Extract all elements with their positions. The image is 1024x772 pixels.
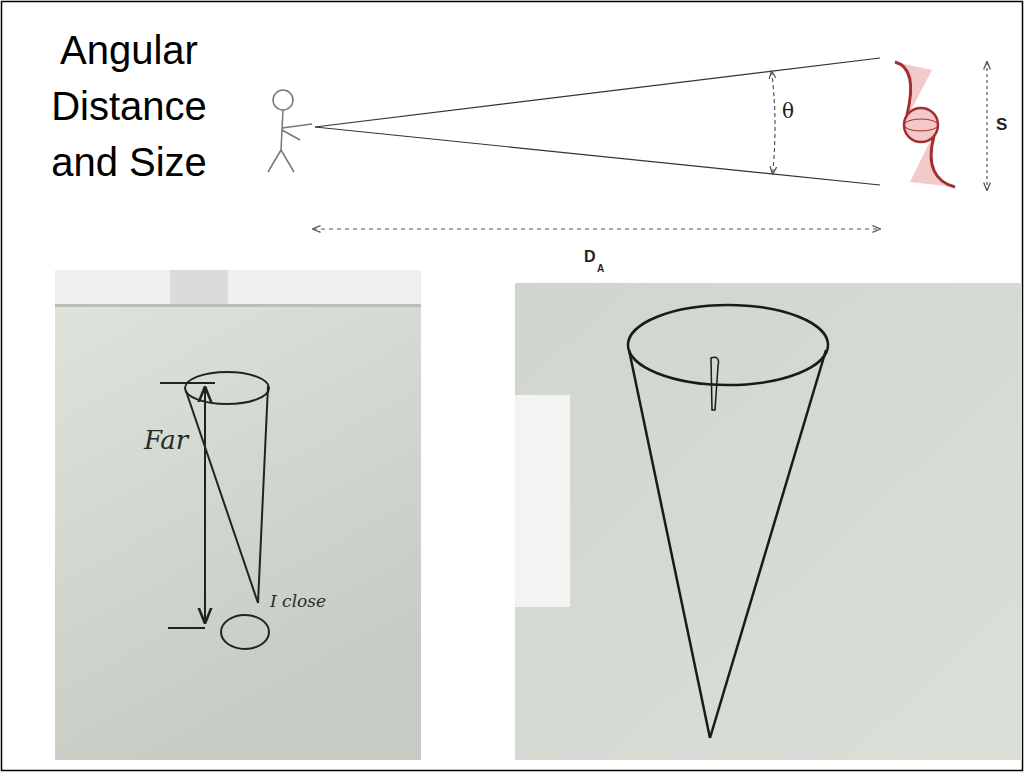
distance-subscript: A xyxy=(597,263,604,274)
label-anchor: Far xyxy=(144,426,188,455)
diagram-title: Angular Distance and Size xyxy=(18,22,240,190)
distance-label: D xyxy=(584,248,596,266)
photo-right xyxy=(515,283,1022,760)
label-anchor: D xyxy=(584,248,596,266)
angle-label: θ xyxy=(782,100,794,122)
label-anchor: θ xyxy=(782,100,794,122)
angle-arc xyxy=(772,71,775,174)
size-label: S xyxy=(996,116,1007,135)
distance-arrow xyxy=(313,228,880,229)
handwritten-label: Far xyxy=(144,426,188,455)
size-arrow xyxy=(986,62,987,190)
galaxy-symbol xyxy=(895,62,955,187)
sight-line xyxy=(315,127,880,185)
handwritten-label: I close xyxy=(270,592,326,611)
sight-line xyxy=(315,58,880,127)
label-anchor: A xyxy=(597,258,604,276)
label-anchor: I close xyxy=(270,592,326,611)
title-box: Angular Distance and Size xyxy=(18,22,240,190)
label-anchor: S xyxy=(996,116,1007,135)
photo-left xyxy=(55,270,421,760)
stick-figure xyxy=(268,90,312,172)
